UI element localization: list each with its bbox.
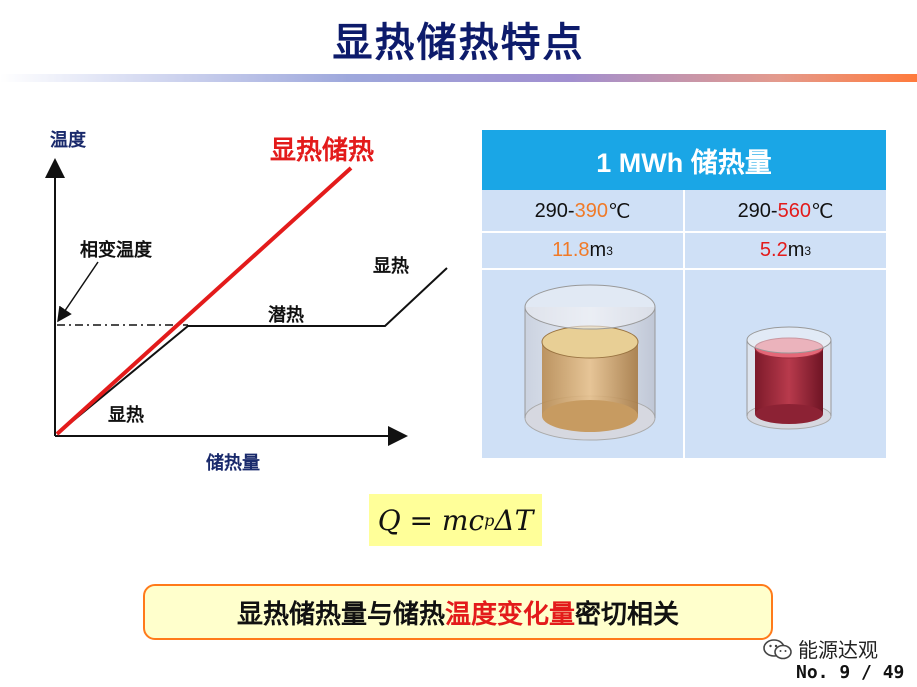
sensible-lower-label: 显热 <box>108 405 144 426</box>
temp-range-cell-1: 290-390℃ <box>482 192 683 231</box>
volume-unit-superscript: 3 <box>606 243 613 258</box>
formula-subscript: p <box>484 510 495 530</box>
volume-unit-superscript: 3 <box>804 243 812 258</box>
conclusion-box: 显热储热量与储热温度变化量密切相关 <box>143 584 773 640</box>
conclusion-highlight: 温度变化量 <box>444 599 575 630</box>
table-column-divider <box>683 190 685 458</box>
formula-mc: mc <box>441 503 485 537</box>
table-row-divider <box>482 268 886 270</box>
temp-range-prefix: 290- <box>737 200 778 222</box>
sensible-upper-label: 显热 <box>373 256 409 277</box>
phase-temp-pointer-arrow <box>57 261 99 323</box>
formula-lhs: Q <box>377 503 401 537</box>
sensible-heat-diagram <box>45 158 448 446</box>
volume-value: 11.8 <box>552 239 590 261</box>
wechat-account-name: 能源达观 <box>798 638 878 662</box>
formula-delta: ΔT <box>494 503 534 537</box>
small-tank-illustration <box>746 326 832 430</box>
y-axis-label: 温度 <box>50 130 86 151</box>
table-header: 1 MWh 储热量 <box>482 130 886 190</box>
formula-equals: = <box>400 503 442 537</box>
temp-range-highlight: 390 <box>574 200 608 222</box>
x-axis-label: 储热量 <box>206 453 260 474</box>
temp-range-highlight: 560 <box>777 200 811 222</box>
temp-range-prefix: 290- <box>534 200 575 222</box>
wechat-icon <box>763 638 792 659</box>
title-gradient-bar <box>0 74 917 82</box>
wechat-watermark: 能源达观 <box>762 634 878 663</box>
phase-change-curve <box>56 267 448 435</box>
sensible-storage-label: 显热储热 <box>270 136 375 166</box>
temp-range-cell-2: 290-560 ℃ <box>685 192 886 231</box>
volume-unit: m <box>787 239 805 261</box>
page-number: No. 9 / 49 <box>796 662 905 683</box>
temp-range-unit: ℃ <box>810 201 834 223</box>
table-row-divider <box>482 231 886 233</box>
latent-heat-label: 潜热 <box>268 305 304 326</box>
temp-range-unit: ℃ <box>607 201 631 223</box>
volume-value: 5.2 <box>759 239 788 261</box>
phase-temperature-label: 相变温度 <box>80 240 152 261</box>
slide-title: 显热储热特点 <box>332 20 585 66</box>
volume-unit: m <box>589 239 607 261</box>
large-tank-illustration <box>524 284 656 441</box>
sensible-heat-red-line <box>55 166 353 436</box>
conclusion-text-part1: 显热储热量与储热 <box>236 599 445 630</box>
conclusion-text-part2: 密切相关 <box>575 599 680 630</box>
